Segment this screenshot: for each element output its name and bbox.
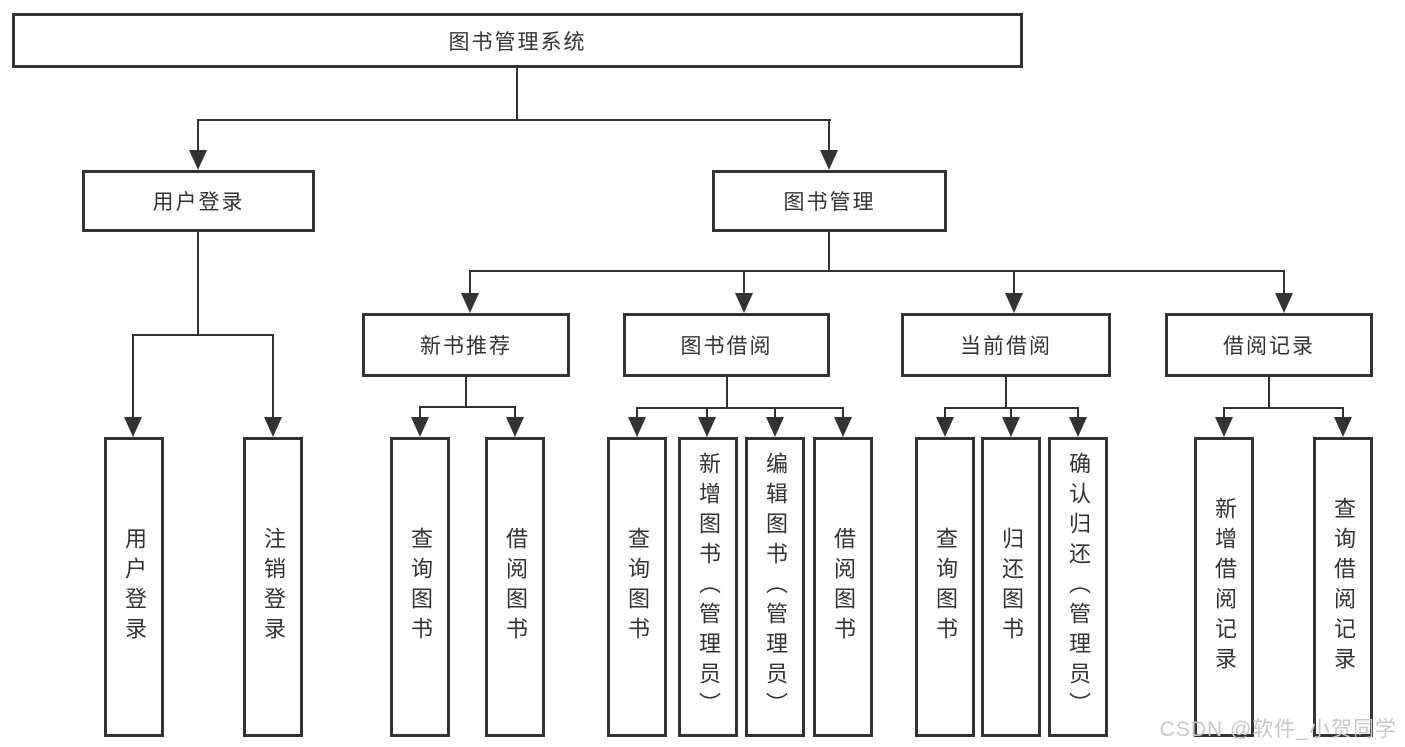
arrowhead-down-icon: [1275, 293, 1293, 313]
node-user-login: 用户登录: [82, 170, 315, 232]
arrowhead-down-icon: [1069, 417, 1087, 437]
connector-root-stem: [516, 68, 518, 121]
arrowhead-down-icon: [461, 293, 479, 313]
arrowhead-down-icon: [698, 417, 716, 437]
connector-root-bar: [197, 119, 831, 121]
node-label: 借阅记录: [1223, 335, 1315, 358]
connector-cb-drop-1: [944, 407, 946, 421]
arrowhead-down-icon: [124, 417, 142, 437]
node-label: 新书推荐: [420, 335, 512, 358]
connector-br-stem: [1268, 377, 1270, 409]
connector-cb-drop-2: [1010, 407, 1012, 421]
node-label: 借阅图书: [503, 527, 528, 647]
node-current-borrow: 当前借阅: [901, 313, 1111, 377]
node-label: 查询图书: [933, 527, 958, 647]
connector-nbr-bar: [419, 406, 516, 408]
node-label: 查询图书: [625, 527, 650, 647]
node-label: 编辑图书（管理员）: [763, 452, 788, 722]
arrowhead-down-icon: [628, 417, 646, 437]
arrowhead-down-icon: [834, 417, 852, 437]
connector-root-drop-right: [828, 119, 830, 153]
node-label: 图书管理: [783, 191, 876, 214]
connector-userlogin-bar: [132, 334, 274, 336]
watermark: CSDN @软件_小贺同学: [1159, 718, 1397, 741]
node-leaf-cb-query-books: 查询图书: [915, 437, 975, 737]
node-root: 图书管理系统: [12, 13, 1023, 68]
connector-userlogin-drop-1: [132, 334, 134, 420]
connector-bb-bar: [636, 407, 844, 409]
connector-userlogin-drop-2: [272, 334, 274, 420]
node-leaf-cb-confirm-return-admin: 确认归还（管理员）: [1048, 437, 1108, 737]
connector-cb-stem: [1005, 377, 1007, 409]
connector-nbr-stem: [465, 377, 467, 408]
node-label: 图书借阅: [680, 335, 773, 358]
connector-bb-drop-1: [636, 407, 638, 421]
connector-bookmgmt-drop-4: [1283, 270, 1285, 296]
node-leaf-user-login: 用户登录: [104, 437, 164, 737]
connector-bb-drop-4: [842, 407, 844, 421]
arrowhead-down-icon: [735, 293, 753, 313]
node-book-management: 图书管理: [712, 170, 947, 232]
connector-bookmgmt-stem: [828, 232, 830, 272]
connector-bb-drop-3: [774, 407, 776, 421]
node-leaf-br-query-record: 查询借阅记录: [1313, 437, 1373, 737]
arrowhead-down-icon: [411, 417, 429, 437]
node-label: 用户登录: [122, 527, 147, 647]
node-leaf-bb-borrow-books: 借阅图书: [813, 437, 873, 737]
node-label: 借阅图书: [831, 527, 856, 647]
arrowhead-down-icon: [1002, 417, 1020, 437]
node-leaf-bb-query-books: 查询图书: [607, 437, 667, 737]
node-label: 查询借阅记录: [1331, 497, 1356, 677]
connector-root-drop-left: [197, 119, 199, 153]
connector-cb-drop-3: [1077, 407, 1079, 421]
node-leaf-cb-return-books: 归还图书: [981, 437, 1041, 737]
connector-bookmgmt-bar: [469, 270, 1285, 272]
node-label: 查询图书: [408, 527, 433, 647]
node-borrow-records: 借阅记录: [1165, 313, 1373, 377]
node-label: 新增借阅记录: [1212, 497, 1237, 677]
node-book-borrow: 图书借阅: [623, 313, 830, 377]
connector-bb-drop-2: [706, 407, 708, 421]
connector-userlogin-stem: [197, 232, 199, 336]
node-label: 当前借阅: [960, 335, 1052, 358]
node-leaf-logout: 注销登录: [243, 437, 303, 737]
arrowhead-down-icon: [936, 417, 954, 437]
arrowhead-down-icon: [820, 150, 838, 170]
arrowhead-down-icon: [189, 150, 207, 170]
node-label: 归还图书: [999, 527, 1024, 647]
connector-br-bar: [1223, 407, 1344, 409]
arrowhead-down-icon: [1215, 417, 1233, 437]
node-label: 注销登录: [261, 527, 286, 647]
arrowhead-down-icon: [506, 417, 524, 437]
connector-bookmgmt-drop-1: [469, 270, 471, 296]
connector-bb-stem: [726, 377, 728, 409]
node-new-book-recommend: 新书推荐: [362, 313, 570, 377]
connector-nbr-drop-2: [514, 406, 516, 421]
node-leaf-bb-add-books-admin: 新增图书（管理员）: [678, 437, 738, 737]
node-label: 确认归还（管理员）: [1066, 452, 1091, 722]
node-leaf-br-add-record: 新增借阅记录: [1194, 437, 1254, 737]
node-root-label: 图书管理系统: [448, 30, 587, 54]
connector-bookmgmt-drop-2: [743, 270, 745, 296]
node-leaf-nbr-borrow-books: 借阅图书: [485, 437, 545, 737]
connector-br-drop-2: [1342, 407, 1344, 421]
node-leaf-nbr-query-books: 查询图书: [390, 437, 450, 737]
node-label: 新增图书（管理员）: [696, 452, 721, 722]
connector-bookmgmt-drop-3: [1013, 270, 1015, 296]
node-leaf-bb-edit-books-admin: 编辑图书（管理员）: [745, 437, 805, 737]
connector-br-drop-1: [1223, 407, 1225, 421]
arrowhead-down-icon: [264, 417, 282, 437]
arrowhead-down-icon: [1005, 293, 1023, 313]
node-label: 用户登录: [152, 191, 245, 214]
arrowhead-down-icon: [1334, 417, 1352, 437]
connector-nbr-drop-1: [419, 406, 421, 421]
arrowhead-down-icon: [766, 417, 784, 437]
